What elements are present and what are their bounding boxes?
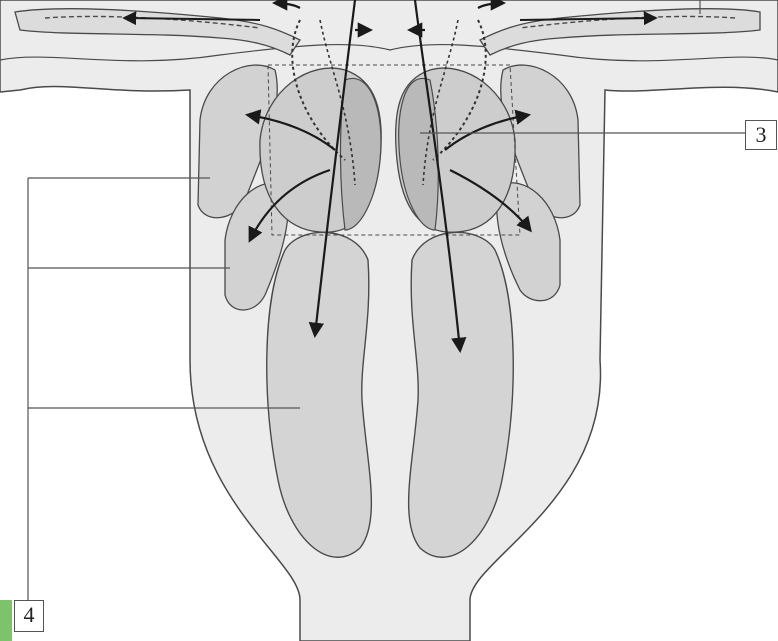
callout-label-4: 4 xyxy=(14,600,44,632)
green-corner-marker xyxy=(0,600,12,641)
callout-label-3: 3 xyxy=(745,120,777,150)
